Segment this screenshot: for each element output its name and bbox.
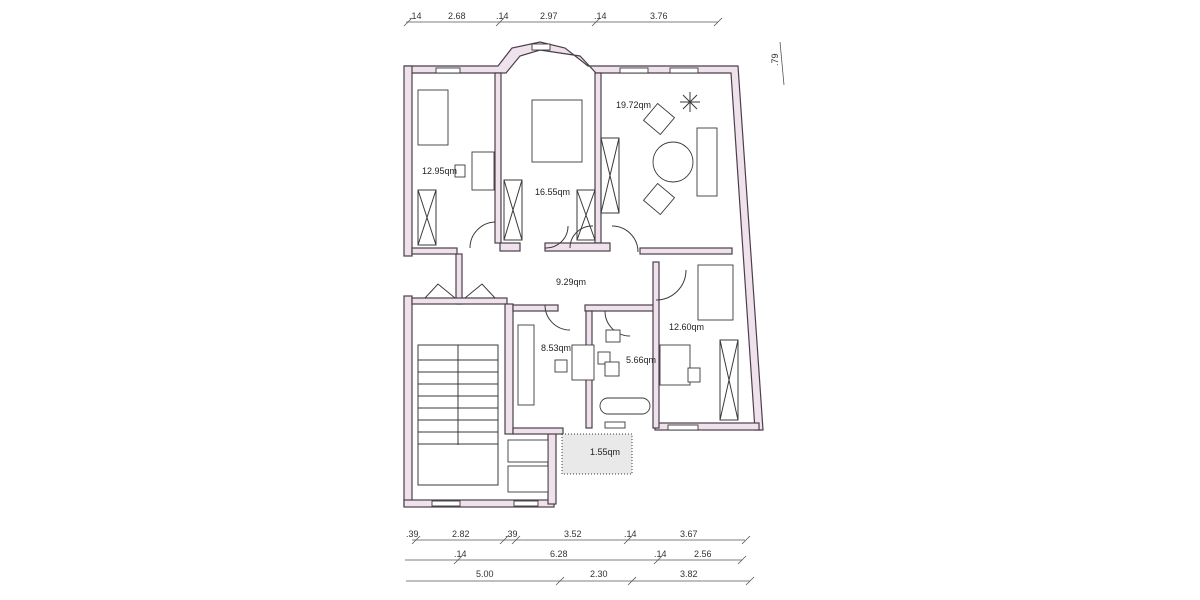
furniture [417,89,734,493]
room-label-bedroom-left: 12.95qm [422,166,457,176]
dim-bottom2-3: .14 [654,549,667,559]
room-label-room-right: 12.60qm [669,322,704,332]
dim-bottom1-3: .39 [505,529,518,539]
dim-bottom1-5: .14 [624,529,637,539]
room-label-hallway: 9.29qm [556,277,586,287]
outer-walls [403,41,764,508]
room-label-kitchen: 8.53qm [541,343,571,353]
doors [424,221,687,337]
room-label-balcony: 1.55qm [590,447,620,457]
dim-top-3: .14 [496,11,509,21]
dim-top-6: 3.76 [650,11,668,21]
dim-top-5: .14 [594,11,607,21]
balcony-area [561,433,633,475]
staircase [417,344,499,486]
right-dimension-line: .79 [770,41,785,86]
wardrobes [417,137,739,421]
dim-bottom2-2: 6.28 [550,549,568,559]
dim-bottom1-2: 2.82 [452,529,470,539]
dim-top-2: 2.68 [448,11,466,21]
dim-right: .79 [770,53,780,66]
dim-bottom2-4: 2.56 [694,549,712,559]
dim-bottom3-3: 3.82 [680,569,698,579]
dim-bottom1-1: .39 [406,529,419,539]
dim-bottom2-1: .14 [454,549,467,559]
bottom-dimension-lines: .39 2.82 .39 3.52 .14 3.67 .14 6.28 .14 … [405,529,755,586]
room-labels: 12.95qm 16.55qm 19.72qm 9.29qm 8.53qm 5.… [422,100,704,457]
dim-bottom3-1: 5.00 [476,569,494,579]
room-label-living-room: 19.72qm [616,100,651,110]
dim-bottom1-6: 3.67 [680,529,698,539]
top-dimension-line: .14 2.68 .14 2.97 .14 3.76 [403,11,723,27]
dim-top-1: .14 [409,11,422,21]
dim-top-4: 2.97 [540,11,558,21]
room-label-bedroom-bay: 16.55qm [535,187,570,197]
room-label-bathroom: 5.66qm [626,355,656,365]
dim-bottom3-2: 2.30 [590,569,608,579]
dim-bottom1-4: 3.52 [564,529,582,539]
